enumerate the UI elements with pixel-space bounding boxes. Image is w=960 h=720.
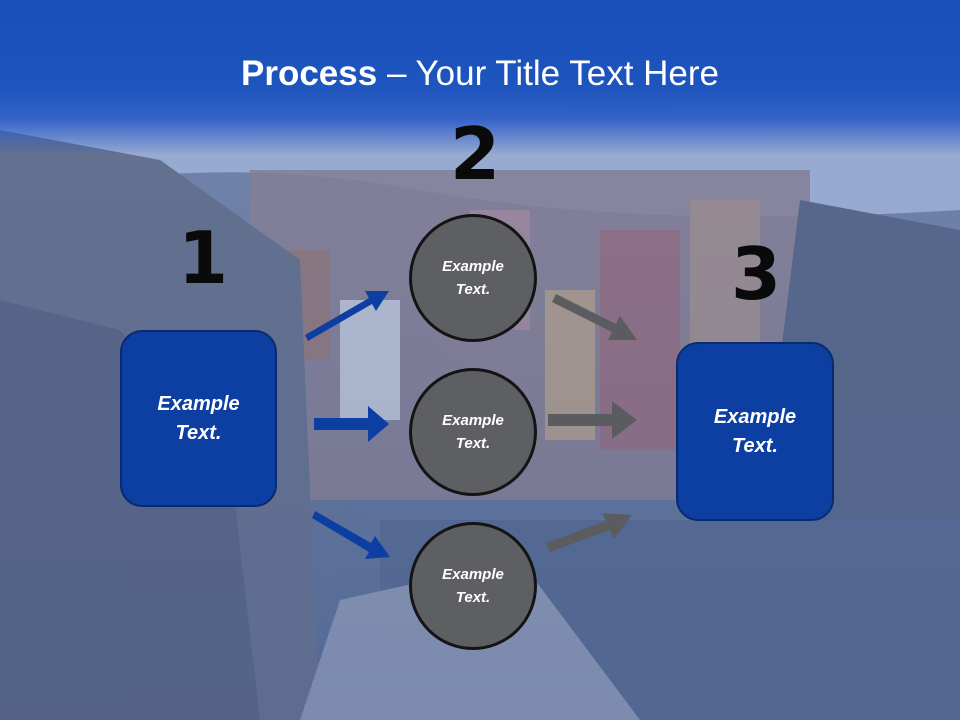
step-1-box[interactable]: Example Text. <box>120 330 277 507</box>
circle-top-text: Example Text. <box>442 258 504 298</box>
circle-bottom-text: Example Text. <box>442 566 504 606</box>
step-3-box[interactable]: Example Text. <box>676 342 834 521</box>
step-number-3: 3 <box>731 232 782 316</box>
blue-arrows <box>305 291 390 559</box>
circle-top[interactable]: Example Text. <box>409 214 537 342</box>
title-bar <box>0 0 960 155</box>
arrow-down-right-gray <box>552 294 637 340</box>
slide-title: Process – Your Title Text Here <box>0 52 960 96</box>
arrow-down-right-blue <box>312 511 390 559</box>
step-number-2: 2 <box>450 112 501 196</box>
title-bold: Process <box>241 54 378 93</box>
circle-middle[interactable]: Example Text. <box>409 368 537 496</box>
arrow-right-gray <box>548 401 637 439</box>
step-1-text: Example Text. <box>157 392 240 444</box>
title-rest: – Your Title Text Here <box>377 54 719 93</box>
step-number-1: 1 <box>178 216 229 300</box>
circle-middle-text: Example Text. <box>442 412 504 452</box>
gray-arrows <box>546 294 637 552</box>
step-3-text: Example Text. <box>713 405 797 457</box>
circle-bottom[interactable]: Example Text. <box>409 522 537 650</box>
arrow-right-blue <box>314 406 389 442</box>
arrow-up-right-gray <box>546 513 632 552</box>
arrow-up-right-blue <box>305 291 389 341</box>
